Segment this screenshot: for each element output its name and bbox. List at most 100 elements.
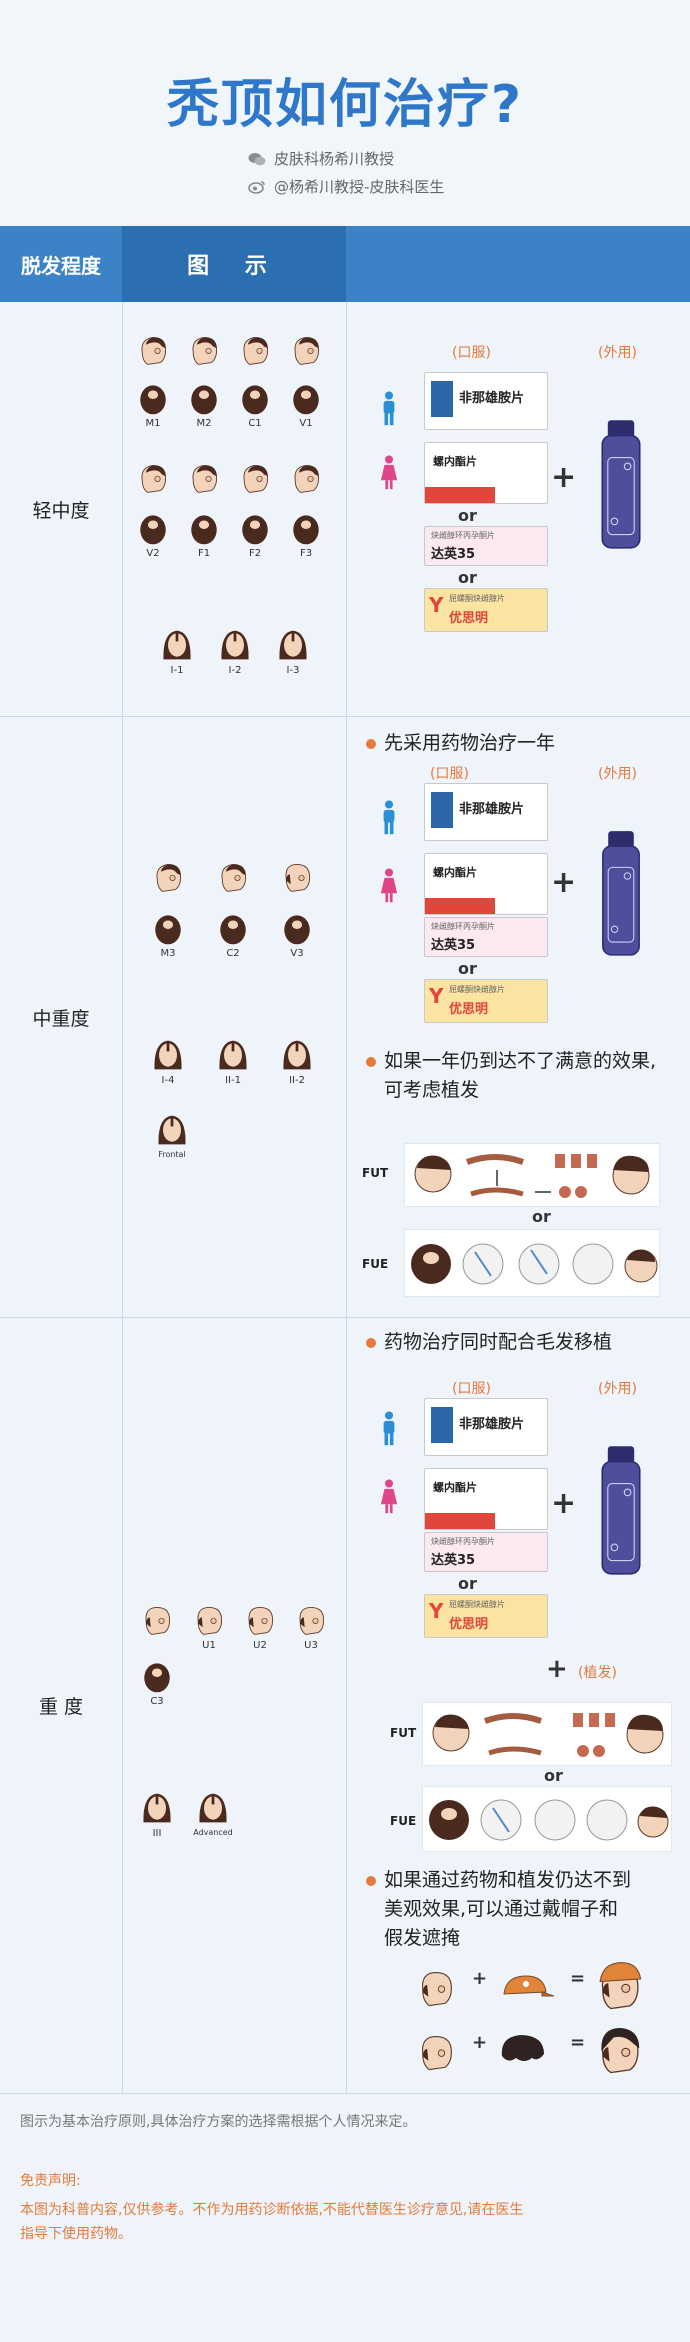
bullet-text: 先采用药物治疗一年 [384,732,556,754]
drug-name-finasteride: 非那雄胺片 [459,391,525,406]
drug-sub-yasmin: 屈螺酮炔雌醇片 [449,985,505,994]
drug-sub-yasmin: 屈螺酮炔雌醇片 [449,1600,505,1609]
drug-sub-diane: 炔雌醇环丙孕酮片 [431,922,495,931]
bullet-dot [366,1337,376,1348]
male-icon [380,390,398,428]
credit-wechat: 皮肤科杨希川教授 [248,148,394,169]
minoxidil-bottle-icon [599,418,643,550]
disclaimer-line: 本图为科普内容,仅供参考。不作为用药诊断依据,不能代替医生诊疗意见,请在医生 [20,2202,524,2218]
drug-box-yasmin: Y 屈螺酮炔雌醇片 优思明 [424,979,548,1023]
stage-label: Advanced [193,1828,233,1837]
drug-name-yasmin: 优思明 [449,611,489,626]
bullet-dot [366,738,376,749]
hairloss-head: I-3 [274,627,312,676]
drug-name-yasmin: 优思明 [449,1002,489,1017]
fut-label: FUT [390,1726,417,1740]
hairloss-head [138,1602,176,1638]
stage-label: F3 [299,548,313,559]
female-icon [380,867,398,905]
fut-illustration [422,1702,672,1766]
drug-box-diane: 炔雌醇环丙孕酮片 达英35 [424,1532,548,1572]
disclaimer-title: 免责声明: [20,2173,81,2189]
drug-name-diane: 达英35 [431,1553,476,1568]
stage-label: C3 [150,1696,164,1707]
hairloss-head [236,332,274,368]
stage-label: I-1 [170,665,184,676]
tag-topical: (外用) [598,1381,637,1397]
drug-box-spironolactone: 螺内酯片 [424,853,548,915]
hairloss-head: V2 [134,512,172,559]
stage-label: M1 [145,418,161,429]
drug-box-diane: 炔雌醇环丙孕酮片 达英35 [424,526,548,566]
drug-box-spironolactone: 螺内酯片 [424,1468,548,1530]
section-label-mild: 轻中度 [32,499,90,522]
bullet-text: 药物治疗同时配合毛发移植 [384,1331,613,1353]
wechat-icon [248,152,266,165]
drug-box-finasteride: 非那雄胺片 [424,783,548,841]
fue-label: FUE [362,1257,389,1271]
female-icon [380,454,398,492]
col-header-degree: 脱发程度 [0,226,122,302]
hairloss-head [287,460,325,496]
page-header: 秃顶如何治疗? 皮肤科杨希川教授 @杨希川教授-皮肤科医生 [0,0,690,226]
plus-sign: + [472,2032,488,2053]
section-mild: 轻中度 M1 M2 C1 V1 V2 F1 F2 F3 I-1 I-2 I-3 … [0,302,690,716]
or-text: or [458,1574,477,1593]
moderate-illustrations: M3 C2 V3 I-4 II-1 II-2 Frontal [122,717,346,1317]
drug-name-finasteride: 非那雄胺片 [459,1417,525,1432]
mild-illustrations: M1 M2 C1 V1 V2 F1 F2 F3 I-1 I-2 I-3 [122,302,346,716]
drug-name-yasmin: 优思明 [449,1617,489,1632]
stage-label: F2 [248,548,262,559]
severe-illustrations: U1 U2 U3 C3 III Advanced [122,1318,346,2093]
drug-box-spironolactone: 螺内酯片 [424,442,548,504]
hairloss-head [185,332,223,368]
bullet-drug-first: 先采用药物治疗一年 [366,729,555,758]
tag-topical: (外用) [598,345,637,361]
bullet-text-line3: 假发遮掩 [384,1927,461,1949]
stage-label: V2 [146,548,160,559]
hairloss-head: II-2 [278,1037,316,1086]
cap-icon [503,1975,554,1997]
bullet-text: 如果一年仍到达不了满意的效果, [384,1050,657,1072]
tag-oral: (口服) [430,766,469,782]
drug-name-diane: 达英35 [431,938,476,953]
bullet-dot [366,1875,376,1886]
section-label-severe: 重 度 [38,1696,84,1718]
or-text: or [458,959,477,978]
fut-label: FUT [362,1166,389,1180]
col-header-treatment [346,226,690,302]
stage-label: C2 [226,948,240,959]
section-severe: 重 度 U1 U2 U3 C3 III Advanced 药物治疗同时配合毛发移… [0,1318,690,2093]
hairloss-head: II-1 [214,1037,252,1086]
fut-illustration [404,1143,660,1207]
section-label-moderate: 中重度 [32,1007,90,1030]
disclaimer-text: 本图为科普内容,仅供参考。不作为用药诊断依据,不能代替医生诊疗意见,请在医生 指… [20,2198,660,2246]
stage-label: C1 [248,418,262,429]
mild-treatment: (口服) (外用) 非那雄胺片 螺内酯片 or 炔雌醇环丙孕酮片 达英35 or… [346,302,690,716]
or-text: or [458,568,477,587]
hairloss-head: I-2 [216,627,254,676]
hairloss-head [149,859,187,895]
hairloss-head: C3 [138,1660,176,1707]
tag-oral: (口服) [452,345,491,361]
page-title: 秃顶如何治疗? [166,75,524,135]
equals-sign: = [570,2032,586,2053]
minoxidil-bottle-icon [599,829,643,957]
drug-sub-diane: 炔雌醇环丙孕酮片 [431,1537,495,1546]
male-icon [380,799,398,837]
stage-label: I-3 [286,665,300,676]
head-with-cap-icon [599,1962,642,2014]
bullet-text-line2: 可考虑植发 [384,1079,480,1101]
bullet-dot [366,1056,376,1067]
hairloss-head: III [138,1790,176,1839]
plus-sign: + [546,1654,568,1684]
plus-sign: + [551,1486,577,1521]
hairloss-head: C1 [236,382,274,429]
hairloss-head: M3 [149,912,187,959]
hairloss-head: V1 [287,382,325,429]
drug-name-diane: 达英35 [431,547,476,562]
fue-label: FUE [390,1814,417,1828]
drug-box-finasteride: 非那雄胺片 [424,1398,548,1456]
bullet-text-line2: 美观效果,可以通过戴帽子和 [384,1898,619,1920]
head-with-wig-icon [601,2028,640,2078]
